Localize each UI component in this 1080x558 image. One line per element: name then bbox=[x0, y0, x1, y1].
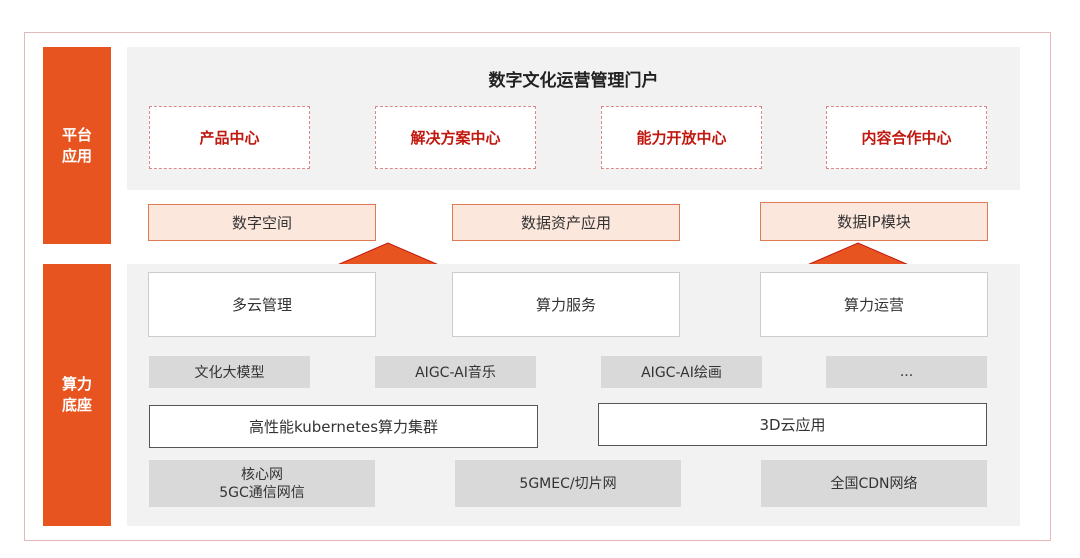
network-5gmec: 5GMEC/切片网 bbox=[455, 460, 681, 507]
model-culture: 文化大模型 bbox=[149, 356, 310, 388]
diagram-frame bbox=[24, 32, 1051, 541]
app-digital-space: 数字空间 bbox=[148, 204, 376, 241]
portal-item-product-center: 产品中心 bbox=[149, 106, 310, 169]
portal-item-solution-center: 解决方案中心 bbox=[375, 106, 536, 169]
portal-item-content-center: 内容合作中心 bbox=[826, 106, 987, 169]
app-data-asset: 数据资产应用 bbox=[452, 204, 680, 241]
side-label-platform: 平台 应用 bbox=[43, 47, 111, 244]
service-multi-cloud: 多云管理 bbox=[148, 272, 376, 337]
network-cdn: 全国CDN网络 bbox=[761, 460, 987, 507]
portal-title: 数字文化运营管理门户 bbox=[488, 71, 659, 91]
model-aigc-painting: AIGC-AI绘画 bbox=[601, 356, 762, 388]
portal-item-capability-center: 能力开放中心 bbox=[601, 106, 762, 169]
cluster-3d-cloud: 3D云应用 bbox=[598, 403, 987, 446]
service-compute: 算力服务 bbox=[452, 272, 680, 337]
side-label-compute: 算力 底座 bbox=[43, 264, 111, 526]
model-aigc-music: AIGC-AI音乐 bbox=[375, 356, 536, 388]
app-data-ip: 数据IP模块 bbox=[760, 202, 988, 241]
network-core: 核心网 5GC通信网信 bbox=[149, 460, 375, 507]
cluster-kubernetes: 高性能kubernetes算力集群 bbox=[149, 405, 538, 448]
model-more: ... bbox=[826, 356, 987, 388]
service-compute-ops: 算力运营 bbox=[760, 272, 988, 337]
